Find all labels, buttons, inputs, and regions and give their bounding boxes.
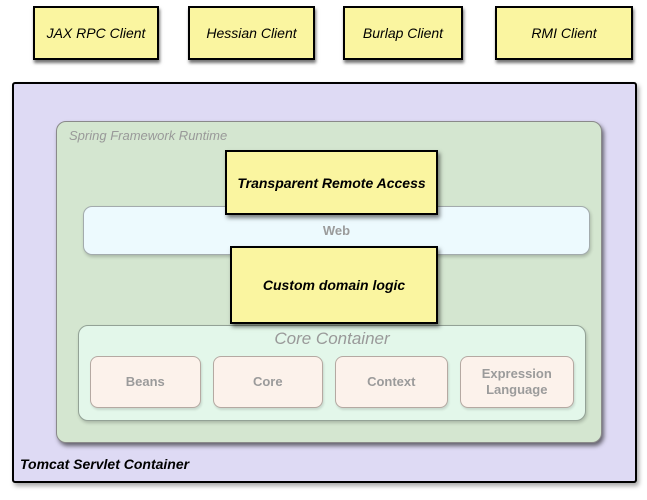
core-module-row: Beans Core Context Expression Language (90, 356, 574, 408)
module-label: Core (253, 374, 283, 390)
client-box-hessian: Hessian Client (188, 6, 315, 60)
transparent-remote-access-box: Transparent Remote Access (225, 150, 438, 215)
core-container-label: Core Container (79, 329, 585, 349)
tomcat-servlet-container: Spring Framework Runtime Transparent Rem… (12, 82, 637, 483)
tomcat-servlet-container-label: Tomcat Servlet Container (20, 456, 189, 472)
module-label: Beans (126, 374, 165, 390)
custom-domain-logic-box: Custom domain logic (230, 246, 438, 324)
spring-framework-runtime: Spring Framework Runtime Transparent Rem… (56, 121, 602, 443)
client-box-burlap: Burlap Client (343, 6, 463, 60)
client-box-label: Burlap Client (363, 25, 443, 41)
client-box-label: JAX RPC Client (47, 25, 146, 41)
client-box-label: RMI Client (531, 25, 596, 41)
spring-framework-runtime-label: Spring Framework Runtime (69, 128, 227, 143)
client-box-jax-rpc: JAX RPC Client (33, 6, 159, 60)
module-box-expression-language: Expression Language (460, 356, 574, 408)
transparent-remote-access-label: Transparent Remote Access (237, 175, 425, 191)
module-label: Context (367, 374, 415, 390)
web-layer-label: Web (323, 223, 350, 238)
module-box-core: Core (213, 356, 324, 408)
custom-domain-logic-label: Custom domain logic (263, 277, 405, 293)
client-box-rmi: RMI Client (495, 6, 633, 60)
client-box-label: Hessian Client (206, 25, 296, 41)
module-box-context: Context (335, 356, 448, 408)
module-label: Expression Language (467, 366, 567, 399)
module-box-beans: Beans (90, 356, 201, 408)
core-container: Core Container Beans Core Context Expres… (78, 325, 586, 421)
